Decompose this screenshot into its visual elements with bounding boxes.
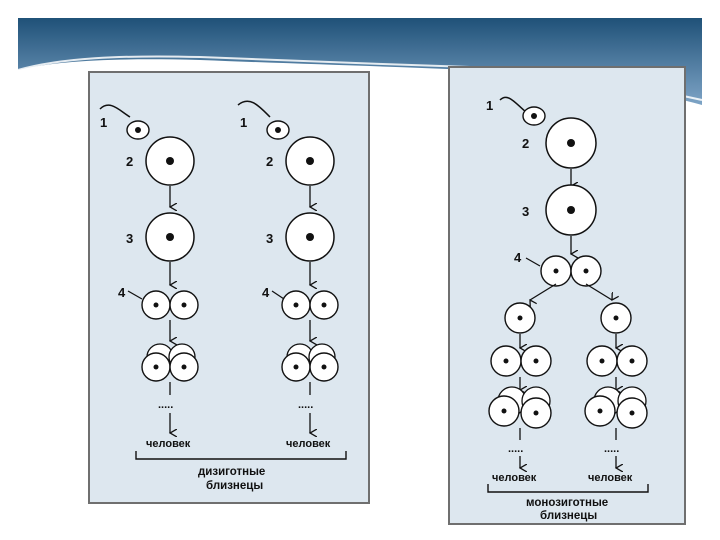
split-arrow-right <box>586 284 612 300</box>
development-branch-2: ..... человек <box>585 303 647 484</box>
result-label-human: человек <box>588 472 633 484</box>
result-label-human: человек <box>286 438 331 450</box>
caption-line-2: близнецы <box>206 480 263 492</box>
stage-label-3: 3 <box>266 231 273 246</box>
result-label-human: человек <box>146 438 191 450</box>
stage-label-2: 2 <box>126 154 133 169</box>
stage-label-3: 3 <box>126 231 133 246</box>
monozygotic-twins-panel: 1 2 3 4 <box>448 66 686 525</box>
development-column-2: 1 2 3 4 <box>238 101 338 450</box>
ellipsis: ..... <box>604 443 619 455</box>
monozygotic-diagram: 1 2 3 4 <box>450 68 688 527</box>
dizygotic-twins-panel: 1 2 3 4 <box>88 71 370 504</box>
split-arrow-left <box>530 284 556 300</box>
caption-line-1: дизиготные <box>198 466 265 478</box>
grouping-bracket <box>488 484 648 492</box>
stage-label-4: 4 <box>514 250 522 265</box>
stage-label-3: 3 <box>522 204 529 219</box>
stage-label-2: 2 <box>266 154 273 169</box>
four-cell-icon <box>142 344 198 381</box>
four-cell-icon <box>585 387 647 428</box>
ellipsis: ..... <box>508 443 523 455</box>
result-label-human: человек <box>492 472 537 484</box>
ellipsis: ..... <box>158 399 173 411</box>
four-cell-icon <box>489 387 551 428</box>
development-column-1: 1 2 3 4 <box>100 105 198 450</box>
stage-label-1: 1 <box>240 115 247 130</box>
stage-label-4: 4 <box>118 285 126 300</box>
grouping-bracket <box>136 451 346 459</box>
caption-line-1: монозиготные <box>526 497 608 509</box>
ellipsis: ..... <box>298 399 313 411</box>
development-branch-1: ..... человек <box>489 303 551 484</box>
caption-line-2: близнецы <box>540 510 597 522</box>
four-cell-icon <box>282 344 338 381</box>
dizygotic-diagram: 1 2 3 4 <box>90 73 372 506</box>
stage-label-1: 1 <box>486 98 493 113</box>
stage-label-1: 1 <box>100 115 107 130</box>
stage-label-4: 4 <box>262 285 270 300</box>
stage-label-2: 2 <box>522 136 529 151</box>
